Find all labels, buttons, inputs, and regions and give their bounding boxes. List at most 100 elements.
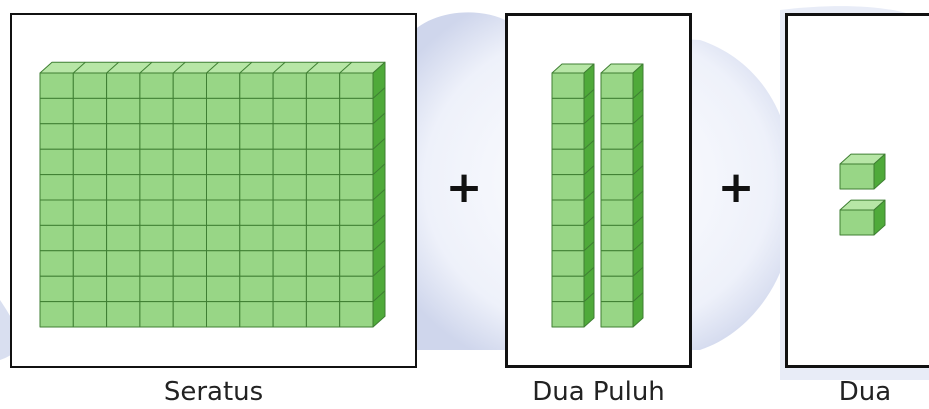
hundred-block-cube	[305, 224, 341, 252]
hundred-block-cube	[206, 275, 241, 303]
hundred-block-top-line	[172, 61, 186, 74]
hundred-block-cube	[272, 174, 307, 201]
hundred-block-cube	[72, 123, 108, 150]
hundred-block-cube	[139, 250, 174, 277]
caption-ones: Dua	[838, 377, 892, 407]
hundred-block-cube	[206, 224, 241, 252]
ten-rod-1-side-line	[583, 165, 595, 175]
hundred-block-cube	[39, 224, 74, 252]
hundred-block-cube	[172, 174, 207, 201]
one-cube-1-cube	[839, 163, 875, 190]
hundred-block-side-line	[372, 163, 386, 175]
hundred-block-cube	[305, 72, 341, 99]
ten-rod-2-cube	[600, 148, 634, 176]
hundred-block-top-line	[72, 61, 86, 74]
hundred-block-cube	[139, 275, 174, 303]
hundred-block-cube	[172, 199, 207, 226]
hundred-block-cube	[72, 97, 108, 125]
hundred-block-cube	[139, 301, 174, 328]
hundred-block-cube	[172, 123, 207, 150]
hundred-block-cube	[106, 199, 141, 226]
hundred-block-side-line	[372, 138, 386, 150]
hundred-block-cube	[72, 148, 108, 176]
hundred-block-cube	[206, 301, 241, 328]
hundred-block-cube	[106, 250, 141, 277]
hundred-block-cube	[106, 301, 141, 328]
hundred-block-cube	[239, 250, 274, 277]
hundred-block-cube	[206, 199, 241, 226]
hundred-block-cube	[239, 97, 274, 125]
hundred-block-cube	[39, 72, 74, 99]
hundred-block-side-line	[372, 112, 386, 125]
hundred-block-cube	[139, 174, 174, 201]
ten-rod-1-side-line	[583, 216, 595, 226]
hundred-block-cube	[72, 72, 108, 99]
hundred-block-cube	[172, 250, 207, 277]
ones-cubes	[839, 153, 886, 236]
hundred-block-cube	[339, 275, 374, 303]
hundred-block-side-line	[372, 214, 386, 226]
hundred-block-cube	[239, 301, 274, 328]
ten-rod-2-cube	[600, 301, 634, 328]
ten-rod-2-side-line	[632, 114, 644, 125]
ten-rod-1-cube	[551, 250, 585, 277]
hundred-block-side-line	[372, 188, 386, 201]
hundred-block-top-line	[206, 61, 219, 74]
hundred-block-cube	[72, 199, 108, 226]
ten-rod-2-side-line	[632, 139, 644, 150]
tens-panel	[505, 13, 692, 368]
ten-rod-1-cube	[551, 301, 585, 328]
hundred-block-cube	[106, 148, 141, 176]
hundred-block-cube	[305, 250, 341, 277]
hundred-block-cube	[272, 250, 307, 277]
hundred-block-top-line	[272, 61, 286, 74]
ten-rod-2-cube	[600, 97, 634, 125]
hundred-block-cube	[106, 224, 141, 252]
hundred-block-cube	[339, 97, 374, 125]
hundred-block-cube	[305, 174, 341, 201]
hundred-block-cube	[272, 97, 307, 125]
hundred-block-cube	[239, 199, 274, 226]
ten-rod-2-side-line	[632, 190, 644, 201]
ten-rod-1-cube	[551, 199, 585, 226]
hundred-block-top-line	[306, 61, 319, 74]
ten-rod-2-side-line	[632, 165, 644, 175]
plus-sign: +	[717, 162, 755, 213]
ten-rod-1-side-line	[583, 114, 595, 125]
hundred-block-side-line	[372, 87, 386, 99]
hundred-block-cube	[206, 148, 241, 176]
hundred-block-cube	[272, 275, 307, 303]
ten-rod-2-cube	[600, 72, 634, 99]
hundred-block-cube	[172, 301, 207, 328]
hundred-block-cube	[206, 123, 241, 150]
hundred-block-cube	[39, 250, 74, 277]
hundred-block-cube	[305, 301, 341, 328]
ten-rod-1-side-line	[583, 266, 595, 277]
hundred-block-cube	[239, 148, 274, 176]
hundred-block-cube	[272, 301, 307, 328]
hundred-block-cube	[72, 275, 108, 303]
hundred-block-cube	[206, 174, 241, 201]
hundred-block-cube	[339, 148, 374, 176]
hundred-panel	[10, 13, 417, 368]
hundred-block-cube	[305, 275, 341, 303]
ten-rod-1-side-line	[583, 139, 595, 150]
ones-panel	[785, 13, 929, 368]
ten-rod-2-cube	[600, 224, 634, 252]
hundred-block-side-line	[372, 265, 386, 277]
hundred-block-cube	[239, 224, 274, 252]
hundred-block-side-line	[372, 290, 386, 302]
ten-rod-2-side-line	[632, 216, 644, 226]
hundred-block-cube	[339, 123, 374, 150]
hundred-block-cube	[39, 174, 74, 201]
hundred-block-cube	[39, 148, 74, 176]
hundred-block-cube	[305, 97, 341, 125]
hundred-block-cube	[139, 148, 174, 176]
hundred-block-cube	[172, 72, 207, 99]
hundred-block-cube	[39, 123, 74, 150]
hundred-block-cube	[206, 72, 241, 99]
hundred-block-cube	[39, 275, 74, 303]
ten-rod-1-cube	[551, 174, 585, 201]
hundred-block-cube	[239, 72, 274, 99]
hundred-block-cube	[305, 199, 341, 226]
